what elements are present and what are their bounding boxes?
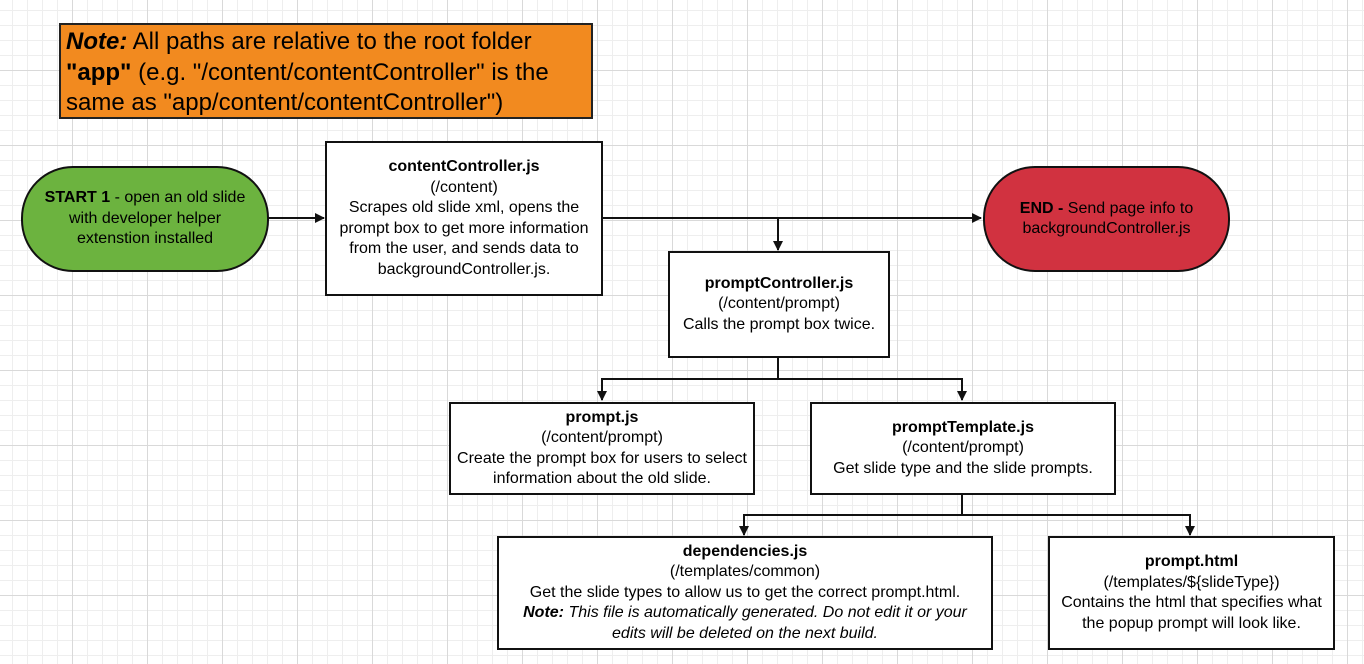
prompt-template-path: (/content/prompt) <box>902 439 1024 457</box>
note-label: Note: <box>66 28 128 55</box>
prompt-js-description: Create the prompt box for users to selec… <box>457 449 747 488</box>
root-path-note: Note: All paths are relative to the root… <box>59 23 593 119</box>
dependencies-path: (/templates/common) <box>669 563 821 581</box>
content-controller-path: (/content) <box>430 178 498 196</box>
prompt-html-path: (/templates/${slideType}) <box>1103 573 1280 591</box>
edge-prompt-controller-to-prompt-js <box>597 378 778 401</box>
prompt-html-description: Contains the html that specifies what th… <box>1061 594 1322 632</box>
prompt-html-title: prompt.html <box>1144 553 1239 570</box>
end-label: END - <box>1019 199 1064 217</box>
prompt-template-title: promptTemplate.js <box>892 418 1034 436</box>
prompt-controller-title: promptController.js <box>704 274 854 292</box>
end-node: END - Send page info to backgroundContro… <box>983 166 1230 272</box>
prompt-template-node: promptTemplate.js (/content/prompt) Get … <box>810 402 1116 495</box>
prompt-template-description: Get slide type and the slide prompts. <box>833 459 1093 477</box>
start-label: START 1 <box>44 189 111 207</box>
dependencies-note-label: Note: <box>523 604 565 622</box>
dependencies-title: dependencies.js <box>682 542 808 560</box>
note-text-1: All paths are relative to the root folde… <box>127 28 532 55</box>
prompt-js-node: prompt.js (/content/prompt) Create the p… <box>449 402 755 495</box>
note-app-folder: "app" <box>66 58 132 86</box>
edge-prompt-template-to-dependencies <box>739 514 962 536</box>
prompt-controller-node: promptController.js (/content/prompt) Ca… <box>668 251 890 358</box>
content-controller-title: contentController.js <box>388 158 540 175</box>
prompt-js-path: (/content/prompt) <box>541 429 663 446</box>
prompt-controller-path: (/content/prompt) <box>718 295 840 313</box>
content-controller-description: Scrapes old slide xml, opens the prompt … <box>339 199 589 278</box>
prompt-html-node: prompt.html (/templates/${slideType}) Co… <box>1048 536 1335 650</box>
end-description: Send page info to backgroundController.j… <box>1022 199 1194 238</box>
prompt-controller-description: Calls the prompt box twice. <box>682 315 876 333</box>
dependencies-node: dependencies.js (/templates/common) Get … <box>497 536 993 650</box>
note-text-2: (e.g. "/content/contentController" is th… <box>66 58 549 117</box>
content-controller-node: contentController.js (/content) Scrapes … <box>325 141 603 296</box>
start-text: START 1 - open an old slide with develop… <box>39 188 251 250</box>
edge-prompt-controller-to-prompt-template <box>778 378 967 401</box>
start-description: - open an old slide with developer helpe… <box>68 189 246 248</box>
end-text: END - Send page info to backgroundContro… <box>1001 199 1212 240</box>
dependencies-description: Get the slide types to allow us to get t… <box>529 583 961 601</box>
start-node: START 1 - open an old slide with develop… <box>21 166 269 272</box>
edge-prompt-template-to-prompt-html <box>962 514 1195 536</box>
prompt-js-title: prompt.js <box>565 408 639 426</box>
dependencies-note-text: This file is automatically generated. Do… <box>564 604 967 642</box>
dependencies-note: Note: This file is automatically generat… <box>505 603 985 644</box>
